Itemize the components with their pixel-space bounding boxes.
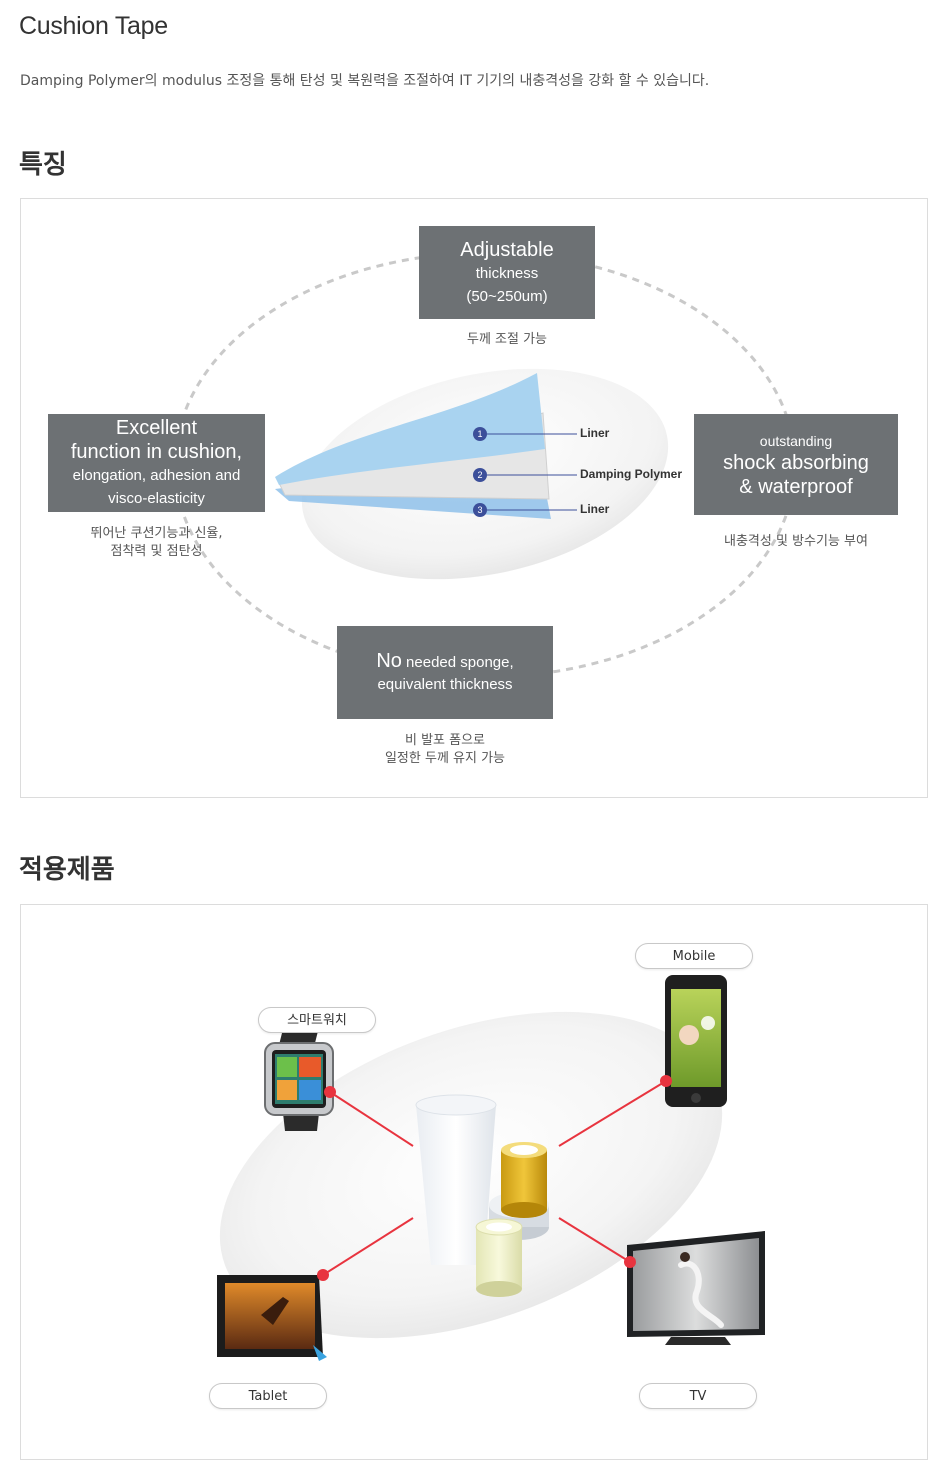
feature-box-shock: outstanding shock absorbing & waterproof: [694, 414, 898, 515]
layer-badge-2: 2: [473, 468, 487, 482]
feature-sponge-no: No: [376, 649, 402, 672]
feature-thickness-line3: (50~250um): [466, 287, 548, 305]
layer-label-liner-top: Liner: [580, 426, 610, 440]
feature-sponge-rest: needed sponge,: [401, 653, 514, 671]
label-tablet: Tablet: [209, 1383, 327, 1409]
features-panel: 1 Liner 2 Damping Polymer 3 Liner Adjust…: [20, 198, 928, 798]
label-mobile: Mobile: [635, 943, 753, 969]
layer-label-liner-bottom: Liner: [580, 502, 610, 516]
feature-box-cushion: Excellent function in cushion, elongatio…: [48, 414, 265, 512]
layer-badge-1: 1: [473, 427, 487, 441]
applications-diagram: [217, 975, 765, 1361]
feature-sponge-line2: equivalent thickness: [377, 675, 513, 693]
feature-thickness-caption: 두께 조절 가능: [466, 332, 548, 347]
feature-shock-caption: 내충격성 및 방수기능 부여: [724, 534, 868, 549]
feature-shock-line2: shock absorbing: [723, 451, 869, 474]
intro-text: Damping Polymer의 modulus 조정을 통해 탄성 및 복원력…: [20, 73, 710, 89]
layer-badge-3: 3: [473, 503, 487, 517]
page-title: Cushion Tape: [19, 12, 168, 40]
layer-top: [275, 373, 545, 485]
feature-cushion-line1: Excellent: [115, 417, 198, 439]
feature-cushion-line2: function in cushion,: [70, 441, 243, 463]
feature-sponge-caption: 비 발포 폼으로 일정한 두께 유지 가능: [337, 732, 553, 768]
tv-image: [627, 1231, 765, 1345]
feature-thickness-title: Adjustable: [460, 238, 554, 261]
feature-cushion-line4: visco-elasticity: [108, 490, 205, 507]
applications-panel: 스마트워치 Mobile Tablet TV: [20, 904, 928, 1460]
feature-sponge-caption-line1: 비 발포 폼으로: [404, 733, 486, 748]
features-heading: 특징: [19, 150, 67, 180]
layer-label-damping: Damping Polymer: [580, 467, 683, 481]
mobile-image: [665, 975, 727, 1107]
smartwatch-image: [264, 1027, 334, 1131]
feature-shock-line1: outstanding: [759, 432, 833, 449]
feature-box-sponge: No needed sponge, equivalent thickness: [337, 626, 553, 719]
applications-heading: 적용제품: [19, 855, 115, 885]
tape-rolls: [415, 1094, 549, 1297]
feature-shock-line3: & waterproof: [739, 475, 853, 498]
feature-cushion-caption: 뛰어난 쿠션기능과 신율, 점착력 및 점탄성: [48, 525, 265, 561]
feature-cushion-caption-line1: 뛰어난 쿠션기능과 신율,: [90, 526, 223, 541]
label-tv: TV: [639, 1383, 757, 1409]
feature-sponge-caption-line2: 일정한 두께 유지 가능: [384, 751, 506, 766]
feature-thickness-line2: thickness: [475, 264, 539, 282]
feature-cushion-line3: elongation, adhesion and: [72, 467, 241, 484]
feature-sponge-line1: No needed sponge,: [337, 650, 553, 673]
tablet-image: [217, 1275, 327, 1361]
feature-cushion-caption-line2: 점착력 및 점탄성: [110, 544, 203, 559]
label-smartwatch: 스마트워치: [258, 1007, 376, 1033]
feature-box-thickness: Adjustable thickness (50~250um): [419, 226, 595, 319]
